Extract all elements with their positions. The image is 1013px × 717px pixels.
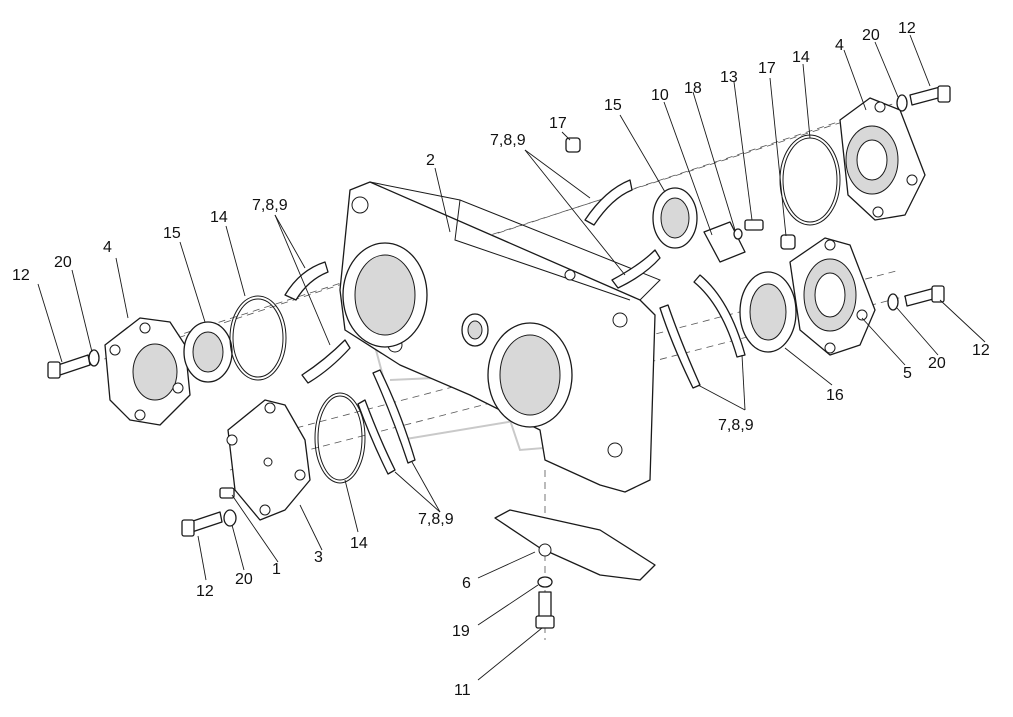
- callout-14-top: 14: [792, 49, 810, 66]
- bolt-11: [535, 591, 555, 629]
- seal-15-left: [183, 321, 233, 383]
- plug-17-right: [780, 234, 796, 250]
- washer-20-top-right: [896, 94, 908, 112]
- bearing-cover-5: [789, 237, 876, 356]
- bolt-12-top-right: [909, 85, 951, 106]
- bolt-12-left: [47, 354, 91, 379]
- callout-12-left: 12: [12, 267, 30, 284]
- callout-11: 11: [454, 682, 471, 699]
- o-ring-14-left: [229, 295, 287, 381]
- callout-13: 13: [720, 69, 738, 86]
- callout-20-left: 20: [54, 254, 72, 271]
- callout-15-left: 15: [163, 225, 181, 242]
- washer-20-lower: [223, 509, 237, 527]
- callout-15-top: 15: [604, 97, 622, 114]
- seal-16: [739, 271, 797, 353]
- main-housing: [339, 181, 661, 493]
- washer-20-left: [88, 349, 100, 367]
- callout-20-top: 20: [862, 27, 880, 44]
- plug-17-top: [565, 137, 581, 153]
- callout-789-bottom: 7,8,9: [418, 511, 454, 528]
- callout-3: 3: [314, 549, 323, 566]
- callout-4-right: 4: [835, 37, 844, 54]
- flange-cover-4-right: [839, 97, 926, 221]
- screw-13: [744, 219, 764, 231]
- callout-2: 2: [426, 152, 435, 169]
- callout-12-bottom: 12: [196, 583, 214, 600]
- callout-5: 5: [903, 365, 912, 382]
- bolt-12-lower: [181, 511, 223, 537]
- callout-18: 18: [684, 80, 702, 97]
- callout-14-bottom: 14: [350, 535, 368, 552]
- shim-789-top: [584, 179, 661, 289]
- o-ring-14-lower: [314, 392, 366, 484]
- washer-20-right: [887, 293, 899, 311]
- plate-10: [703, 221, 746, 263]
- callout-16: 16: [826, 387, 844, 404]
- plate-6: [494, 509, 656, 581]
- o-ring-14-right: [779, 134, 841, 226]
- callout-10: 10: [651, 87, 669, 104]
- callout-1: 1: [272, 561, 281, 578]
- plug-1: [219, 487, 235, 499]
- washer-19: [537, 576, 553, 588]
- cover-3: [226, 399, 311, 521]
- shim-789-lower: [357, 369, 416, 475]
- flange-cover-4-left: [104, 317, 191, 426]
- callout-14-left: 14: [210, 209, 228, 226]
- leader-lines: [37, 34, 986, 681]
- callout-20-right: 20: [928, 355, 946, 372]
- callout-20-bottom: 20: [235, 571, 253, 588]
- callout-17-top: 17: [549, 115, 567, 132]
- callout-12-top: 12: [898, 20, 916, 37]
- callout-789-right: 7,8,9: [718, 417, 754, 434]
- callout-labels: 17 7,8,9 2 15 10 18 13 17 14 4 20 12 7,8…: [12, 20, 990, 699]
- callout-4-left: 4: [103, 239, 112, 256]
- washer-18: [733, 228, 743, 240]
- shim-789-right: [659, 274, 746, 389]
- seal-15-right: [652, 187, 698, 249]
- callout-789-left: 7,8,9: [252, 197, 288, 214]
- bolt-12-right: [904, 285, 945, 307]
- callout-789-top: 7,8,9: [490, 132, 526, 149]
- callout-19: 19: [452, 623, 470, 640]
- callout-6: 6: [462, 575, 471, 592]
- callout-12-right: 12: [972, 342, 990, 359]
- shim-789-left-upper: [284, 261, 351, 384]
- callout-17-right: 17: [758, 60, 776, 77]
